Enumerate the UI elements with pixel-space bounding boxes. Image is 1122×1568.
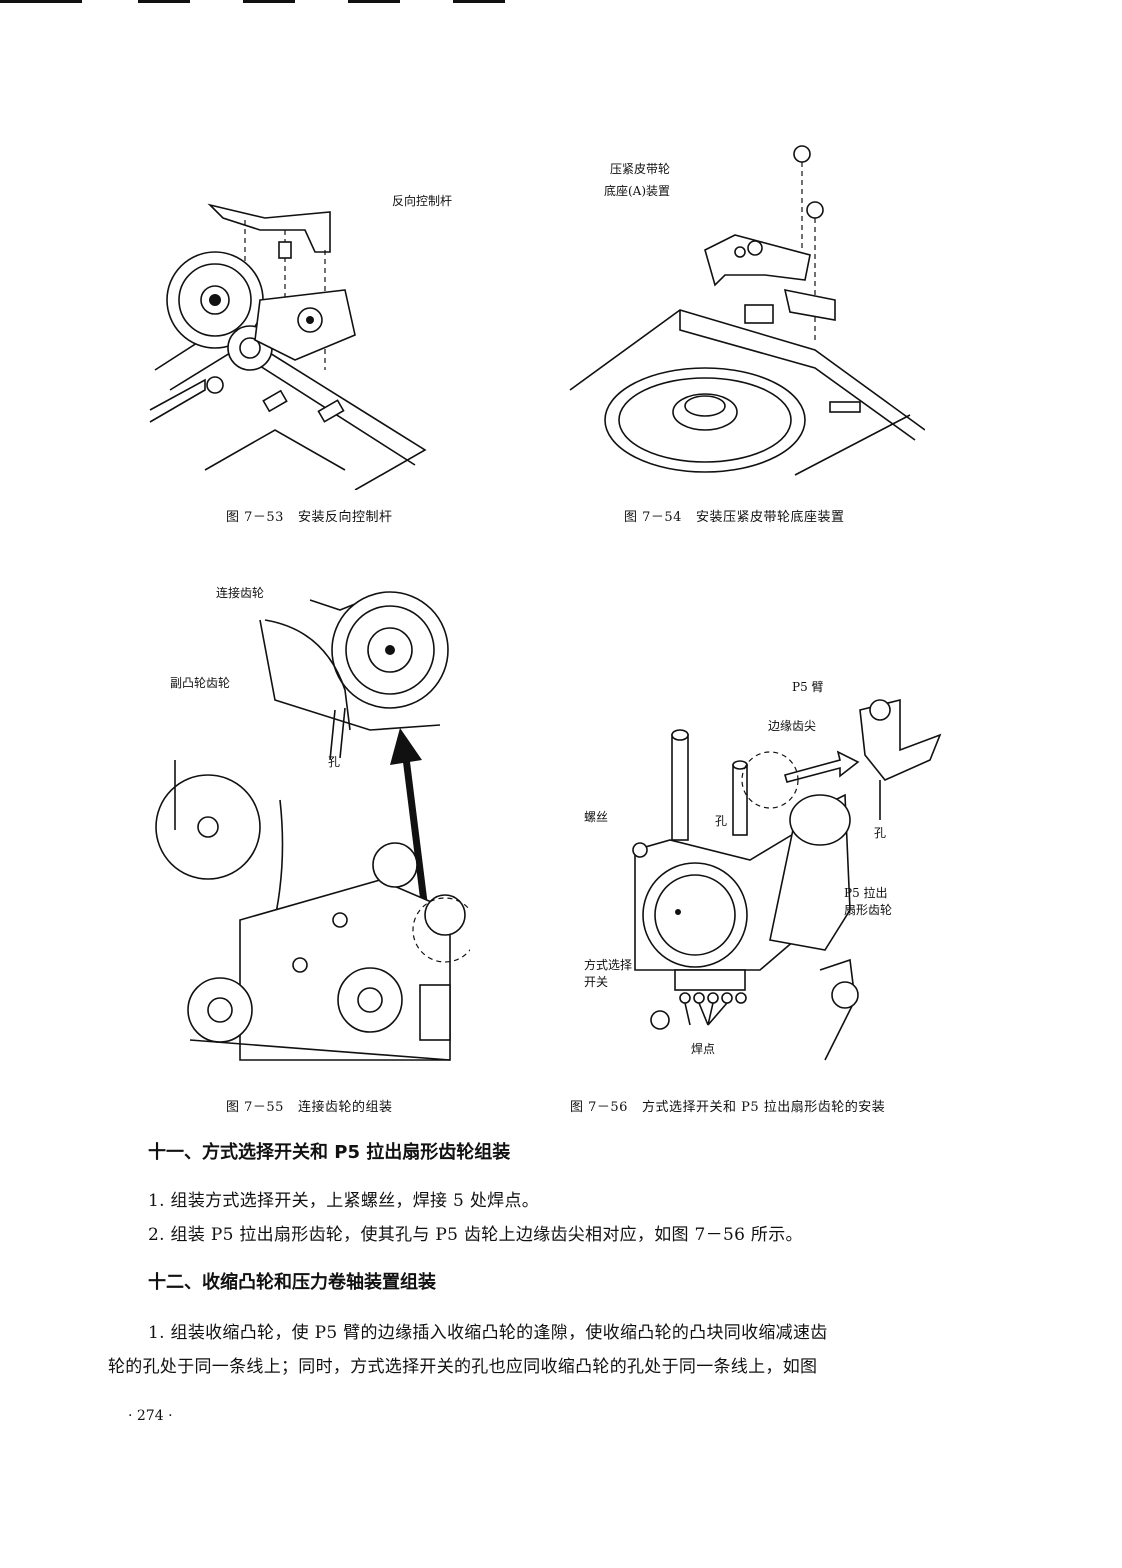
caption-fig-7-55: 图 7－55 连接齿轮的组装 bbox=[226, 1096, 392, 1115]
top-rule-4 bbox=[348, 0, 400, 3]
figure-7-53-drawing bbox=[145, 190, 435, 490]
callout-edge-tooth: 边缘齿尖 bbox=[768, 719, 817, 733]
callout-solder: 焊点 bbox=[691, 1042, 716, 1056]
callout-mode-switch-line2: 开关 bbox=[584, 975, 609, 989]
section-12-heading: 十二、收缩凸轮和压力卷轴装置组装 bbox=[148, 1272, 436, 1293]
callout-hole: 孔 bbox=[328, 755, 341, 769]
callout-p5-arm: P5 臂 bbox=[792, 680, 824, 694]
figure-7-55-drawing bbox=[150, 590, 470, 1080]
caption-number: 图 7－53 bbox=[226, 510, 284, 525]
caption-fig-7-54: 图 7－54 安装压紧皮带轮底座装置 bbox=[624, 506, 844, 525]
callout-connect-gear: 连接齿轮 bbox=[216, 586, 265, 600]
callout-pressure-pulley-line2: 底座(A)装置 bbox=[604, 184, 671, 198]
caption-title: 安装压紧皮带轮底座装置 bbox=[695, 510, 845, 525]
callout-p5-sector-line2: 扇形齿轮 bbox=[844, 903, 893, 917]
section-11-paragraph-2: 2. 组装 P5 拉出扇形齿轮，使其孔与 P5 齿轮上边缘齿尖相对应，如图 7－… bbox=[148, 1225, 803, 1245]
callout-hole-b: 孔 bbox=[874, 826, 887, 840]
callout-mode-switch-line1: 方式选择 bbox=[584, 958, 633, 972]
callout-hole-a: 孔 bbox=[715, 814, 728, 828]
caption-title: 方式选择开关和 P5 拉出扇形齿轮的安装 bbox=[641, 1100, 886, 1115]
figure-7-54-drawing bbox=[565, 140, 925, 485]
section-12-paragraph-1-line-1: 1. 组装收缩凸轮，使 P5 臂的边缘插入收缩凸轮的逢隙，使收缩凸轮的凸块同收缩… bbox=[148, 1323, 828, 1343]
figure-7-56-drawing bbox=[600, 680, 970, 1070]
caption-number: 图 7－54 bbox=[624, 510, 682, 525]
callout-reverse-lever: 反向控制杆 bbox=[392, 194, 453, 208]
callout-sub-cam-gear: 副凸轮齿轮 bbox=[170, 676, 231, 690]
callout-pressure-pulley-line1: 压紧皮带轮 bbox=[610, 162, 671, 176]
caption-fig-7-56: 图 7－56 方式选择开关和 P5 拉出扇形齿轮的安装 bbox=[570, 1096, 885, 1115]
top-rule-1 bbox=[0, 0, 82, 3]
section-11-heading: 十一、方式选择开关和 P5 拉出扇形齿轮组装 bbox=[148, 1142, 511, 1163]
top-rule-2 bbox=[138, 0, 190, 3]
callout-p5-sector-line1: P5 拉出 bbox=[844, 886, 888, 900]
section-12-paragraph-1-line-2: 轮的孔处于同一条线上；同时，方式选择开关的孔也应同收缩凸轮的孔处于同一条线上，如… bbox=[108, 1357, 818, 1377]
caption-title: 连接齿轮的组装 bbox=[297, 1100, 393, 1115]
caption-number: 图 7－56 bbox=[570, 1100, 628, 1115]
caption-title: 安装反向控制杆 bbox=[297, 510, 393, 525]
top-rule-3 bbox=[243, 0, 295, 3]
callout-screw: 螺丝 bbox=[584, 810, 609, 824]
top-rule-5 bbox=[453, 0, 505, 3]
page-number: · 274 · bbox=[128, 1408, 173, 1424]
caption-fig-7-53: 图 7－53 安装反向控制杆 bbox=[226, 506, 392, 525]
section-11-paragraph-1: 1. 组装方式选择开关，上紧螺丝，焊接 5 处焊点。 bbox=[148, 1191, 540, 1211]
caption-number: 图 7－55 bbox=[226, 1100, 284, 1115]
